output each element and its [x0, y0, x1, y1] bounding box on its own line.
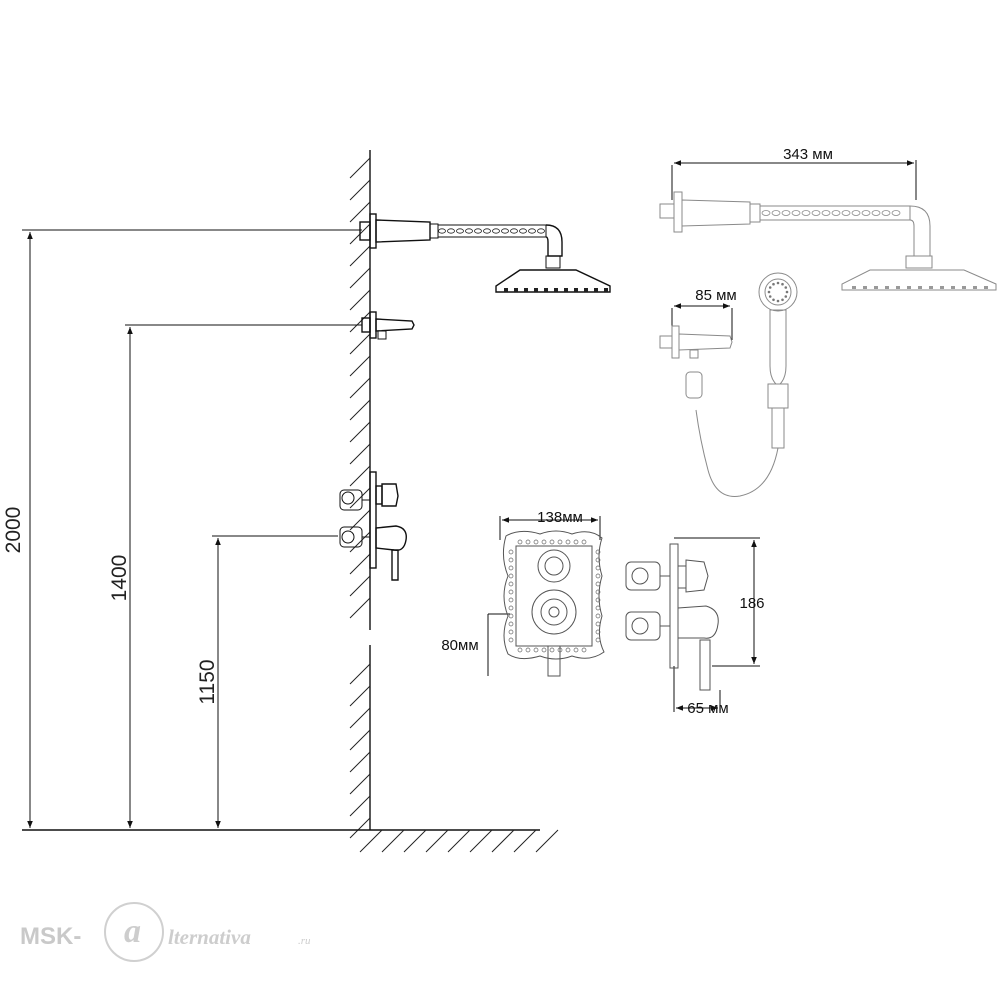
dimension-1400: 1400 [108, 324, 362, 828]
floor [22, 829, 559, 853]
watermark-letter: a [124, 913, 141, 950]
mixer-side-view [625, 543, 719, 691]
dimension-186: 186 [674, 537, 765, 667]
watermark-logo: MSK- a lternativa .ru [20, 902, 311, 962]
dimension-1400-label: 1400 [108, 555, 131, 602]
hand-holder-view [659, 325, 733, 359]
watermark-prefix: MSK- [20, 923, 81, 950]
dimension-85-label: 85 мм [695, 287, 736, 304]
dimension-2000-label: 2000 [2, 507, 25, 554]
dimension-343: 343 мм [671, 146, 917, 200]
watermark-domain: .ru [298, 935, 311, 947]
watermark-suffix: lternativa [168, 925, 251, 949]
dimension-1150: 1150 [196, 535, 338, 828]
dimension-138-label: 138мм [537, 509, 583, 526]
hand-shower-view [685, 272, 798, 497]
dimension-343-label: 343 мм [783, 146, 833, 163]
hand-holder-side [361, 311, 415, 340]
dimension-2000: 2000 [2, 229, 362, 828]
dimension-80-label: 80мм [441, 637, 478, 654]
rain-shower-arm-view [659, 191, 997, 291]
dimension-138: 138мм [499, 509, 601, 540]
mixer-front-plate [502, 530, 605, 677]
rain-shower-side [359, 213, 611, 293]
mixer-side [339, 471, 407, 581]
dimension-1150-label: 1150 [196, 659, 219, 704]
dimension-186-label: 186 [739, 595, 764, 612]
dimension-65-label: 65 мм [687, 700, 728, 717]
dimension-85: 85 мм [671, 287, 737, 340]
dimension-65: 65 мм [673, 666, 729, 717]
dimension-80: 80мм [441, 613, 510, 676]
